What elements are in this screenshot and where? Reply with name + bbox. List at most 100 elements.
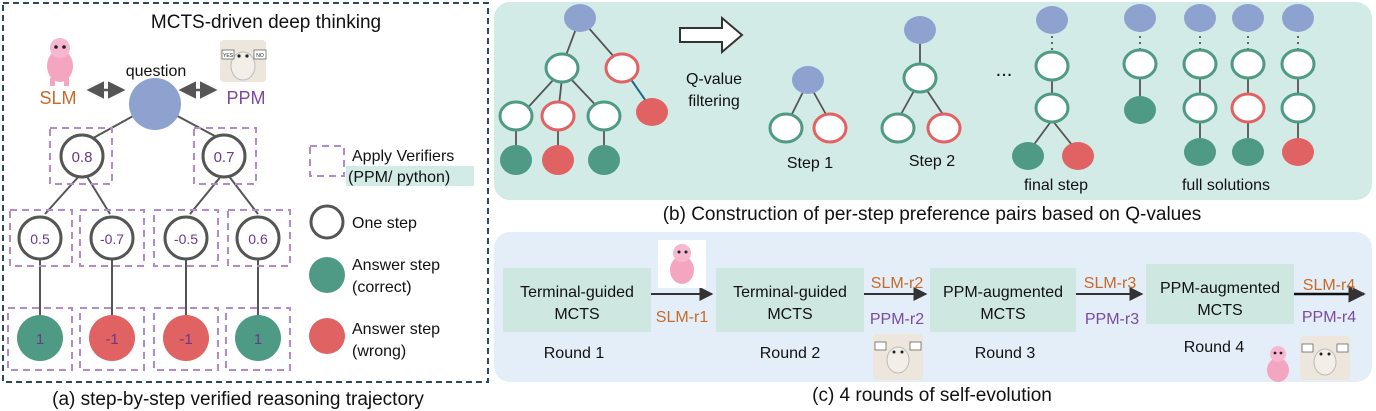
solution3-step-wrong (1230, 92, 1266, 124)
filter-label-2: filtering (688, 93, 740, 110)
final-answer-wrong (1062, 142, 1094, 170)
slm-llama-icon (47, 38, 73, 86)
answer-node-wrong (89, 315, 135, 361)
question-node (129, 78, 181, 130)
round2-box-line1: Terminal-guided (733, 284, 847, 301)
round3-box-line2: MCTS (980, 306, 1025, 323)
step2-wrong-node (926, 112, 962, 144)
step1-root-node (792, 66, 824, 94)
tree-step-wrong (540, 100, 576, 132)
node-value: 0.5 (30, 231, 50, 247)
tree-answer-wrong (542, 145, 574, 175)
legend-verifier-highlight (346, 166, 474, 186)
answer-node-wrong (163, 315, 209, 361)
solution2-step (1182, 92, 1218, 124)
arrow3-bottom-label: PPM-r3 (1085, 311, 1139, 328)
step-node (89, 215, 135, 261)
round4-box (1146, 264, 1294, 324)
tree-answer-correct (588, 145, 620, 175)
slm-llama-icon-small (658, 240, 706, 288)
round4-box-line1: PPM-augmented (1160, 280, 1280, 297)
verifier-box (153, 307, 219, 371)
round3-label: Round 3 (975, 345, 1036, 362)
legend-wrong-icon (309, 318, 345, 354)
step-node (17, 215, 63, 261)
panel-a-title: MCTS-driven deep thinking (151, 12, 381, 33)
step-node (235, 215, 281, 261)
verifier-box (79, 307, 145, 371)
answer-value: -1 (105, 331, 118, 348)
step-node (201, 133, 247, 179)
full-solutions-label: full solutions (1182, 177, 1270, 194)
round2-box (716, 268, 864, 332)
step1-wrong-node (812, 112, 848, 144)
round3-box (930, 268, 1076, 332)
round4-box-line2: MCTS (1197, 302, 1242, 319)
ppm-llama-icon: YES NO (220, 40, 267, 82)
arrow1-bottom-label: SLM-r1 (656, 309, 709, 326)
ppm-sign-no: NO (256, 53, 264, 59)
round1-label: Round 1 (544, 345, 605, 362)
round3-box-line1: PPM-augmented (943, 284, 1063, 301)
solution1-step (1122, 48, 1158, 80)
arrow4-bottom-label: PPM-r4 (1302, 309, 1356, 326)
arrow4-top-label: SLM-r4 (1303, 277, 1356, 294)
solution3-answer (1232, 138, 1264, 166)
question-label: question (126, 63, 187, 80)
arrow2-top-label: SLM-r2 (871, 275, 924, 292)
step-node (59, 133, 105, 179)
node-value: 0.7 (214, 149, 235, 166)
step2-label: Step 2 (909, 153, 955, 170)
panel-a: MCTS-driven deep thinking SLM YES NO PPM… (2, 2, 489, 410)
final-root-node (1036, 6, 1068, 34)
answer-value: 1 (36, 331, 44, 348)
round1-box (503, 268, 651, 332)
solution3-step (1230, 48, 1266, 80)
node-value: -0.5 (174, 231, 198, 247)
tree-answer-wrong (636, 98, 668, 126)
solution2-root (1184, 4, 1216, 32)
step1-label: Step 1 (787, 155, 833, 172)
filter-label-1: Q-value (686, 71, 742, 88)
round2-box-line2: MCTS (767, 306, 812, 323)
final-step-label: final step (1024, 177, 1088, 194)
ellipsis-label: ... (996, 59, 1013, 81)
panel-a-caption: (a) step-by-step verified reasoning traj… (52, 389, 424, 410)
panel-a-border (2, 2, 489, 383)
tree-edges (39, 103, 259, 316)
step-node (163, 215, 209, 261)
final-correct-node (1034, 50, 1070, 82)
node-value: 0.6 (248, 231, 268, 247)
tree-step-correct (544, 52, 580, 84)
solution1-root (1124, 4, 1156, 32)
arrow2-bottom-label: PPM-r2 (870, 311, 924, 328)
verifier-box (49, 127, 113, 185)
legend-verifier-icon (309, 145, 345, 177)
legend-wrong-1: Answer step (352, 321, 440, 338)
legend-step-icon (309, 204, 345, 240)
tree-root-node (564, 4, 596, 32)
step2-correct-node (902, 62, 938, 94)
slm-label: SLM (39, 88, 76, 108)
round2-label: Round 2 (760, 345, 821, 362)
solution1-answer (1124, 96, 1156, 124)
panel-c: Terminal-guided MCTS Round 1 Terminal-gu… (494, 232, 1372, 406)
legend-verifier-label-2: (PPM/ python) (348, 169, 450, 186)
ppm-label: PPM (226, 88, 265, 108)
verifier-box (7, 307, 73, 371)
solution2-step (1182, 48, 1218, 80)
verifier-box (9, 209, 73, 267)
panel-b: Q-value filtering Step 1 Step 2 ... (494, 2, 1372, 225)
ppm-llama-icon-small (1300, 336, 1350, 380)
verifier-box (227, 209, 291, 267)
legend-correct-icon (309, 257, 345, 293)
verifier-box (193, 127, 257, 185)
tree-answer-correct (500, 145, 532, 175)
round4-label: Round 4 (1184, 339, 1245, 356)
answer-node-correct (17, 315, 63, 361)
panel-c-caption: (c) 4 rounds of self-evolution (812, 385, 1052, 406)
slm-llama-icon-small (1267, 346, 1289, 382)
arrow3-top-label: SLM-r3 (1084, 275, 1137, 292)
answer-node-correct (235, 315, 281, 361)
